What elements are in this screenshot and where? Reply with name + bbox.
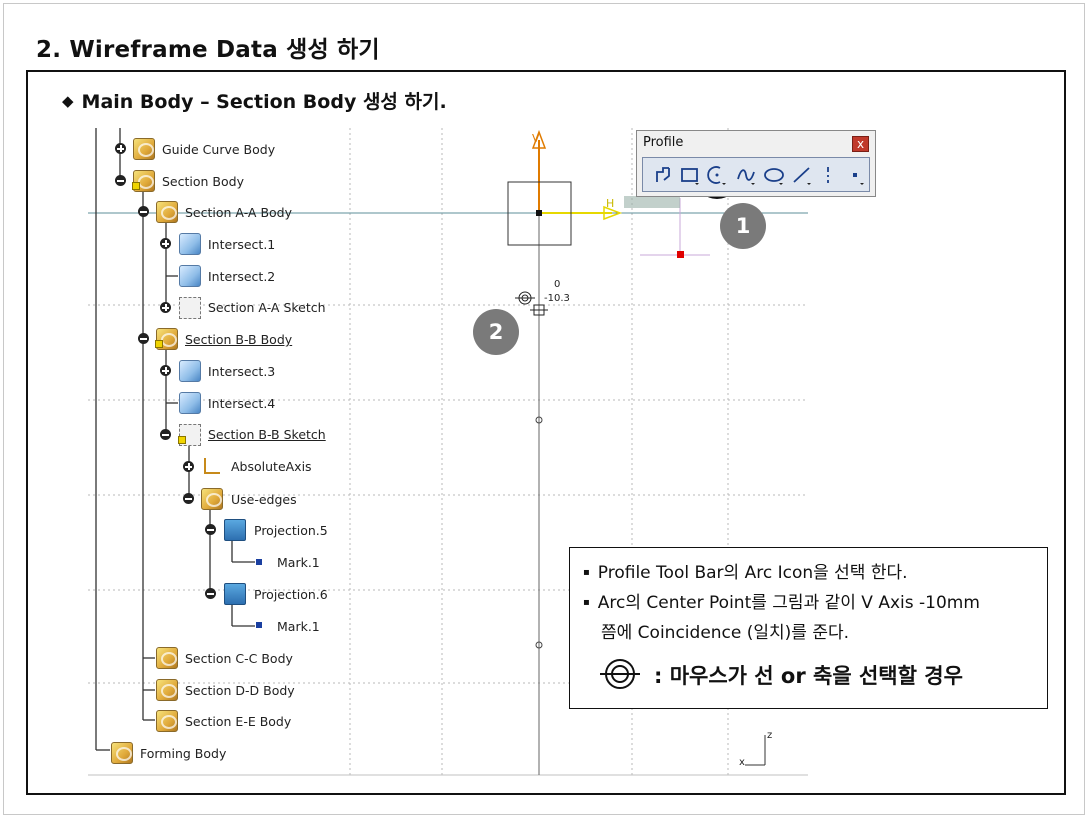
tree-item-section-d-d-body[interactable]: Section D-D Body: [185, 683, 295, 698]
body-icon: [156, 201, 178, 223]
tree-toggle-plus[interactable]: [115, 143, 126, 154]
body-icon: [133, 138, 155, 160]
rectangle-icon[interactable]: [679, 164, 701, 186]
lock-icon: [178, 436, 186, 444]
lock-icon: [132, 182, 140, 190]
tree-item-section-body[interactable]: Section Body: [162, 174, 244, 189]
projection-icon: [224, 519, 246, 541]
ellipse-icon[interactable]: [763, 164, 785, 186]
sketch-icon: [179, 297, 201, 319]
instruction-box: ▪Profile Tool Bar의 Arc Icon을 선택 한다. ▪Arc…: [569, 547, 1048, 709]
body-icon: [111, 742, 133, 764]
intersect-icon: [179, 392, 201, 414]
toolbar-strip: [642, 157, 870, 192]
spline-icon[interactable]: [735, 164, 757, 186]
coord-value-2: -10.3: [544, 293, 570, 304]
subtitle-text: Main Body – Section Body 생성 하기.: [81, 91, 447, 113]
h-axis-label: H: [606, 197, 615, 210]
step-badge-2: 2: [473, 309, 519, 355]
tree-item-intersect-1[interactable]: Intersect.1: [208, 237, 276, 252]
sketch-point: [677, 251, 684, 258]
body-icon: [156, 647, 178, 669]
tree-toggle-minus[interactable]: [138, 333, 149, 344]
coord-value-1: 0: [554, 279, 561, 290]
slide-border: [3, 3, 1085, 815]
instruction-line-1: ▪Profile Tool Bar의 Arc Icon을 선택 한다.: [583, 563, 908, 583]
tree-item-projection-5[interactable]: Projection.5: [254, 523, 328, 538]
tree-item-mark-1[interactable]: Mark.1: [277, 555, 320, 570]
tree-item-section-b-b-body[interactable]: Section B-B Body: [185, 332, 293, 347]
projection-icon: [224, 583, 246, 605]
lock-icon: [155, 340, 163, 348]
intersect-icon: [179, 265, 201, 287]
tree-toggle-minus[interactable]: [205, 524, 216, 535]
instruction-line-2: ▪Arc의 Center Point를 그림과 같이 V Axis -10mm: [583, 593, 980, 613]
v-axis-label: V: [532, 132, 540, 145]
subtitle: ◆ Main Body – Section Body 생성 하기.: [62, 87, 447, 114]
tree-item-intersect-2[interactable]: Intersect.2: [208, 269, 276, 284]
axis-icon: [201, 456, 223, 478]
tree-item-intersect-4[interactable]: Intersect.4: [208, 396, 276, 411]
arc-icon[interactable]: [706, 164, 728, 186]
toolbar-title: Profile: [643, 135, 684, 150]
body-icon: [156, 679, 178, 701]
tree-item-absolute-axis[interactable]: AbsoluteAxis: [231, 459, 312, 474]
body-icon: [156, 710, 178, 732]
intersect-icon: [179, 233, 201, 255]
tree-item-mark-1[interactable]: Mark.1: [277, 619, 320, 634]
tree-item-use-edges[interactable]: Use-edges: [231, 492, 297, 507]
tree-toggle-minus[interactable]: [138, 206, 149, 217]
tree-item-section-a-a-sketch[interactable]: Section A-A Sketch: [208, 300, 326, 315]
step-badge-1: 1: [720, 203, 766, 249]
tree-item-intersect-3[interactable]: Intersect.3: [208, 364, 276, 379]
compass-x-label: x: [739, 757, 745, 768]
profile-toolbar: Profile x: [636, 130, 876, 197]
tree-toggle-plus[interactable]: [160, 365, 171, 376]
tree-toggle-minus[interactable]: [205, 588, 216, 599]
profile-icon[interactable]: [653, 164, 675, 186]
tree-toggle-minus[interactable]: [115, 175, 126, 186]
tree-toggle-minus[interactable]: [183, 493, 194, 504]
tree-item-projection-6[interactable]: Projection.6: [254, 587, 328, 602]
tree-item-guide-curve-body[interactable]: Guide Curve Body: [162, 142, 276, 157]
tree-item-section-e-e-body[interactable]: Section E-E Body: [185, 714, 292, 729]
tree-toggle-plus[interactable]: [160, 302, 171, 313]
tree-item-forming-body[interactable]: Forming Body: [140, 746, 227, 761]
coincidence-target-icon: [600, 659, 640, 689]
mark-icon: [256, 559, 262, 565]
diamond-bullet: ◆: [62, 92, 74, 110]
axis-line-icon[interactable]: [817, 164, 839, 186]
instruction-line-3: 쯤에 Coincidence (일치)를 준다.: [601, 623, 850, 643]
tree-item-section-b-b-sketch[interactable]: Section B-B Sketch: [208, 427, 326, 442]
tree-toggle-minus[interactable]: [160, 429, 171, 440]
point-icon[interactable]: [844, 164, 866, 186]
intersect-icon: [179, 360, 201, 382]
legend-text: : 마우스가 선 or 축을 선택할 경우: [654, 664, 963, 688]
tree-item-section-c-c-body[interactable]: Section C-C Body: [185, 651, 293, 666]
compass-z-label: z: [767, 730, 773, 741]
body-icon: [201, 488, 223, 510]
page-title: 2. Wireframe Data 생성 하기: [36, 37, 380, 63]
mark-icon: [256, 622, 262, 628]
tree-item-section-a-a-body[interactable]: Section A-A Body: [185, 205, 293, 220]
tree-toggle-plus[interactable]: [183, 461, 194, 472]
origin-point: [536, 210, 542, 216]
origin-frame: [507, 181, 572, 246]
line-icon[interactable]: [791, 164, 813, 186]
tree-toggle-plus[interactable]: [160, 238, 171, 249]
close-icon[interactable]: x: [852, 136, 869, 152]
